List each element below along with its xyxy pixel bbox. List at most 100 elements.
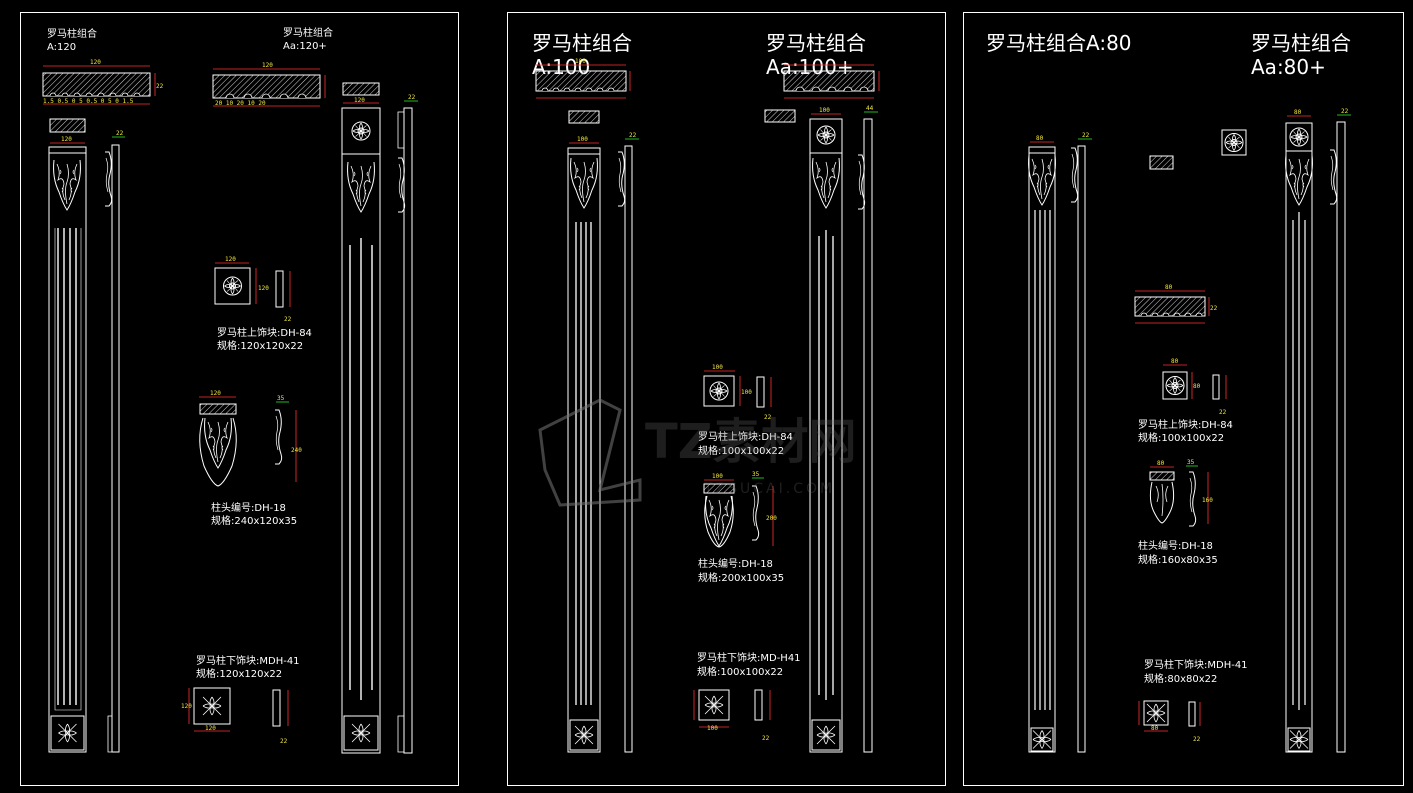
sheet-1-capital-detail: 120 35 240 柱头编号:DH-18 规格:240x120x35 <box>199 390 302 527</box>
sheet-2-profile-a-width: 100 <box>575 58 586 65</box>
sheet-2-bottom-block-detail: 罗马柱下饰块:MD-H41 规格:100x100x22 100 22 <box>693 651 801 742</box>
svg-text:1.5 0.5 0 5 0.5 0 5 0 1.5: 1.5 0.5 0 5 0.5 0 5 0 1.5 <box>43 98 134 105</box>
sheet-3-top-block-d: 22 <box>1219 409 1227 416</box>
sheet-2-top-block-w: 100 <box>712 364 723 371</box>
sheet-1-title-aa-sub: Aa:120+ <box>283 41 327 52</box>
sheet-2: 罗马柱组合 A:100 罗马柱组合 Aa:100+ 100 100 <box>532 31 880 753</box>
sheet-1-top-block-spec: 规格:120x120x22 <box>217 339 303 352</box>
sheet-1-capital-spec: 规格:240x120x35 <box>211 514 297 527</box>
sheet-2-capital-name: 柱头编号:DH-18 <box>698 557 773 570</box>
svg-text:22: 22 <box>1082 132 1090 139</box>
sheet-2-top-block-d: 22 <box>764 414 772 421</box>
svg-text:100: 100 <box>819 107 830 114</box>
sheet-1-top-block-w: 120 <box>225 256 236 263</box>
sheet-1-title-aa: 罗马柱组合 <box>283 26 333 39</box>
sheet-3-bottom-block-w: 80 <box>1151 725 1159 732</box>
sheet-3-capital-detail: 80 35 160 柱头编号:DH-18 规格:160x80x35 <box>1138 459 1218 566</box>
sheet-3-capital-spec: 规格:160x80x35 <box>1138 553 1218 566</box>
sheet-1-capital-d: 35 <box>277 395 285 402</box>
sheet-3-bottom-block-name: 罗马柱下饰块:MDH-41 <box>1144 658 1248 671</box>
sheet-1-bottom-block-h: 120 <box>181 703 192 710</box>
sheet-3-top-block-name: 罗马柱上饰块:DH-84 <box>1138 418 1233 431</box>
sheet-2-bottom-block-d: 22 <box>762 735 770 742</box>
sheet-1-profile-a-depth: 22 <box>156 83 164 90</box>
sheet-3-column-a: 80 22 <box>1028 132 1092 753</box>
sheet-3-top-block-spec: 规格:100x100x22 <box>1138 431 1224 444</box>
sheet-1-top-block-h: 120 <box>258 285 269 292</box>
watermark: TZ素材网 TZSUCAI.COM <box>538 398 857 507</box>
svg-text:120: 120 <box>61 136 72 143</box>
sheet-3-top-block-w: 80 <box>1171 358 1179 365</box>
sheet-2-top-block-name: 罗马柱上饰块:DH-84 <box>698 430 793 443</box>
sheet-2-bottom-block-name: 罗马柱下饰块:MD-H41 <box>697 651 801 664</box>
sheet-3-top-block-detail: 80 80 22 罗马柱上饰块:DH-84 规格:100x100x22 <box>1138 358 1233 444</box>
sheet-3-frame <box>963 12 1404 786</box>
sheet-2-profile-aa <box>783 64 880 99</box>
sheet-2-frame <box>507 12 946 786</box>
sheet-2-capital-h: 200 <box>766 515 777 522</box>
sheet-2-column-aa: 100 44 <box>764 105 878 753</box>
sheet-1-bottom-block-d: 22 <box>280 738 288 745</box>
svg-text:44: 44 <box>866 105 874 112</box>
sheet-3-capital-h: 160 <box>1202 497 1213 504</box>
sheet-3-bottom-block-spec: 规格:80x80x22 <box>1144 672 1217 685</box>
sheet-1-frame <box>20 12 459 786</box>
sheet-1-profile-a: 120 1.5 0.5 0 5 0.5 0 5 0 1.5 22 <box>42 59 164 105</box>
sheet-2-bottom-block-w: 100 <box>707 725 718 732</box>
sheet-3-top-block-h: 80 <box>1193 383 1201 390</box>
sheet-2-capital-spec: 规格:200x100x35 <box>698 571 784 584</box>
sheet-2-column-a: 100 22 <box>567 110 639 753</box>
sheet-2-capital-w: 100 <box>712 473 723 480</box>
sheet-1-column-aa: 120 22 <box>341 82 418 754</box>
sheet-3-bottom-block-d: 22 <box>1193 736 1201 743</box>
sheet-1-capital-h: 240 <box>291 447 302 454</box>
svg-text:80: 80 <box>1294 109 1302 116</box>
sheet-1-title-a-sub: A:120 <box>47 42 76 53</box>
sheet-1-profile-aa-width: 120 <box>262 62 273 69</box>
sheet-1-top-block-detail: 120 120 22 罗马柱上饰块:DH-84 规格:120x120x22 <box>214 256 312 352</box>
sheet-2-title-a: 罗马柱组合 <box>532 31 632 55</box>
sheet-3-profile: 80 22 <box>1134 284 1218 324</box>
svg-text:22: 22 <box>116 130 124 137</box>
sheet-2-top-block-h: 100 <box>741 389 752 396</box>
sheet-1-title-a: 罗马柱组合 <box>47 27 97 40</box>
watermark-brand: TZ素材网 <box>645 414 857 470</box>
sheet-2-top-block-detail: 100 100 22 罗马柱上饰块:DH-84 规格:100x100x22 <box>698 364 793 457</box>
sheet-1-bottom-block-w: 120 <box>205 725 216 732</box>
sheet-1-profile-a-width: 120 <box>90 59 101 66</box>
sheet-1-capital-w: 120 <box>210 390 221 397</box>
watermark-url: TZSUCAI.COM <box>703 481 835 497</box>
sheet-2-title-aa: 罗马柱组合 <box>766 31 866 55</box>
sheet-1-top-block-name: 罗马柱上饰块:DH-84 <box>217 326 312 339</box>
svg-text:20 10 20 10 20: 20 10 20 10 20 <box>215 100 266 107</box>
sheet-1-bottom-block-spec: 规格:120x120x22 <box>196 667 282 680</box>
sheet-3-column-aa: 80 22 <box>1285 108 1351 753</box>
sheet-3-title-a: 罗马柱组合A:80 <box>986 31 1132 55</box>
svg-text:80: 80 <box>1036 135 1044 142</box>
sheet-2-capital-detail: 100 35 200 柱头编号:DH-18 规格:200x100x35 <box>698 471 784 584</box>
sheet-2-capital-d: 35 <box>752 471 760 478</box>
svg-text:100: 100 <box>577 136 588 143</box>
svg-text:22: 22 <box>1341 108 1349 115</box>
sheet-1-column-a: 120 22 <box>48 118 125 753</box>
sheet-3-capital-d: 35 <box>1187 459 1195 466</box>
sheet-3-title-aa: 罗马柱组合 <box>1251 31 1351 55</box>
sheet-3: 罗马柱组合A:80 罗马柱组合 Aa:80+ 80 22 80 <box>986 31 1351 753</box>
sheet-1: 罗马柱组合 A:120 罗马柱组合 Aa:120+ 120 1.5 0.5 0 … <box>42 26 418 754</box>
sheet-1-bottom-block-detail: 罗马柱下饰块:MDH-41 规格:120x120x22 120 120 22 <box>181 654 300 745</box>
sheet-2-top-block-spec: 规格:100x100x22 <box>698 444 784 457</box>
sheet-1-top-block-d: 22 <box>284 316 292 323</box>
sheet-2-bottom-block-spec: 规格:100x100x22 <box>697 665 783 678</box>
sheet-1-profile-aa: 120 20 10 20 10 20 <box>212 62 326 107</box>
svg-text:120: 120 <box>354 97 365 104</box>
sheet-1-capital-name: 柱头编号:DH-18 <box>211 501 286 514</box>
sheet-2-profile-a: 100 <box>535 58 631 99</box>
svg-text:22: 22 <box>408 94 416 101</box>
sheet-3-capital-name: 柱头编号:DH-18 <box>1138 539 1213 552</box>
sheet-3-capital-w: 80 <box>1157 460 1165 467</box>
sheet-3-title-aa-sub: Aa:80+ <box>1251 55 1326 79</box>
sheet-3-profile-width: 80 <box>1165 284 1173 291</box>
sheet-3-bottom-block-detail: 罗马柱下饰块:MDH-41 规格:80x80x22 80 22 <box>1138 658 1248 743</box>
svg-text:22: 22 <box>629 132 637 139</box>
